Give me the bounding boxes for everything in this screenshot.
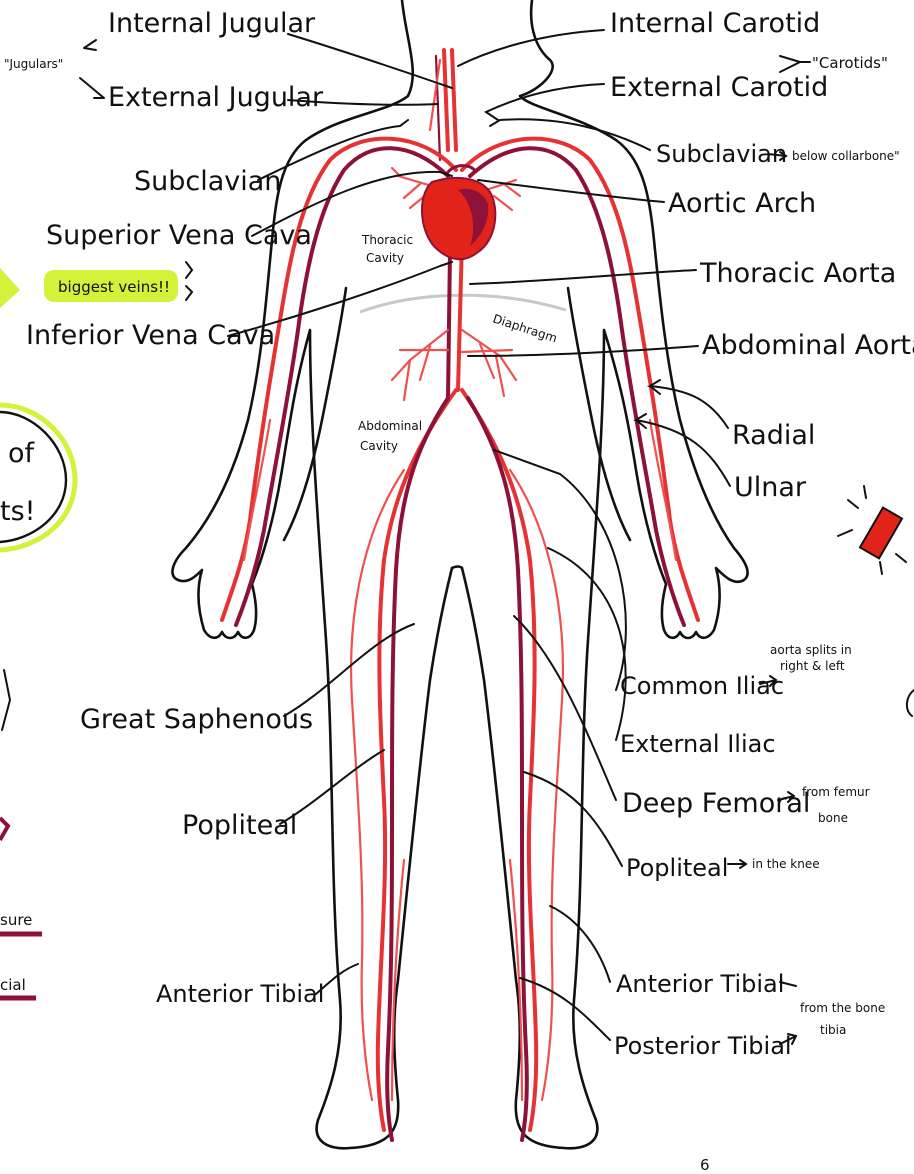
- note-femur-1: from femur: [802, 785, 870, 799]
- leader-external-carotid: [486, 84, 604, 120]
- leader-deep-femoral: [514, 616, 616, 800]
- right-edge-fragment: [838, 486, 914, 716]
- biggest-veins-bracket: [186, 262, 192, 300]
- label-aortic-arch: Aortic Arch: [668, 188, 816, 219]
- edge-yellow-arrow: [0, 268, 20, 308]
- label-external-carotid: External Carotid: [610, 72, 828, 103]
- right-abdominal-branches: [462, 330, 516, 396]
- left-carotid-artery: [444, 50, 448, 150]
- label-subclavian-right: Subclavian: [656, 140, 787, 168]
- label-great-saphenous: Great Saphenous: [80, 704, 313, 735]
- right-arm-artery: [462, 139, 698, 620]
- label-posterior-tibial: Posterior Tibial: [614, 1032, 792, 1060]
- leader-aortic-arch: [478, 180, 664, 202]
- label-deep-femoral: Deep Femoral: [622, 788, 810, 819]
- label-subclavian-left: Subclavian: [134, 166, 281, 197]
- diaphragm-line: [360, 295, 566, 312]
- label-thoracic-cavity-1: Thoracic: [361, 233, 413, 247]
- note-aorta-splits-1: aorta splits in: [770, 643, 852, 657]
- leader-internal-carotid: [458, 30, 604, 66]
- note-biggest-veins: biggest veins!!: [58, 278, 170, 296]
- label-abdominal-cavity-2: Cavity: [360, 439, 398, 453]
- label-internal-carotid: Internal Carotid: [610, 8, 820, 39]
- label-abdominal-aorta: Abdominal Aorta: [702, 330, 914, 361]
- note-carotids: "Carotids": [812, 54, 888, 72]
- jugulars-arrow-down: [80, 78, 104, 98]
- label-abdominal-cavity-1: Abdominal: [358, 419, 422, 433]
- edge-stroke: [2, 670, 10, 730]
- label-popliteal-right: Popliteal: [626, 854, 728, 882]
- edge-text-of: of: [8, 438, 36, 469]
- note-from-the-bone: from the bone: [800, 1001, 885, 1015]
- leader-thoracic-aorta: [470, 270, 696, 284]
- vena-cava: [448, 250, 450, 398]
- left-arm-inner: [284, 288, 346, 540]
- label-diaphragm: Diaphragm: [491, 312, 559, 346]
- note-in-the-knee: in the knee: [752, 857, 820, 871]
- edge-text-ts: ts!: [0, 496, 35, 527]
- right-arm-branch: [650, 420, 676, 560]
- jugulars-arrow-up: [84, 40, 96, 50]
- leader-radial: [650, 380, 728, 428]
- note-jugulars: "Jugulars": [4, 57, 63, 71]
- label-popliteal-left: Popliteal: [182, 810, 297, 841]
- heart: [422, 166, 495, 260]
- label-superior-vena-cava: Superior Vena Cava: [46, 220, 312, 251]
- right-carotid-artery: [452, 50, 456, 150]
- aorta: [458, 240, 462, 390]
- page-mark: 6: [700, 1156, 710, 1174]
- edge-text-sure: sure: [0, 911, 32, 929]
- leader-popliteal-right: [524, 772, 622, 866]
- leader-internal-jugular: [288, 34, 452, 88]
- note-below-collarbone: below collarbone": [792, 149, 900, 163]
- left-edge-fragments: of ts! sure cial: [0, 268, 75, 998]
- edge-curve: [907, 690, 914, 716]
- note-femur-2: bone: [818, 811, 848, 825]
- carotids-bracket: [780, 56, 810, 72]
- label-thoracic-aorta: Thoracic Aorta: [699, 258, 896, 289]
- edge-red-mark: [0, 818, 8, 840]
- label-anterior-tibial-left: Anterior Tibial: [156, 980, 324, 1008]
- label-radial: Radial: [732, 420, 815, 451]
- edge-red-block: [860, 508, 902, 559]
- label-external-jugular: External Jugular: [108, 82, 324, 113]
- label-ulnar: Ulnar: [734, 472, 807, 503]
- body-crotch: [452, 567, 462, 569]
- label-inferior-vena-cava: Inferior Vena Cava: [26, 320, 275, 351]
- edge-text-cial: cial: [0, 976, 26, 994]
- label-common-iliac: Common Iliac: [620, 672, 784, 700]
- note-aorta-splits-2: right & left: [780, 659, 845, 673]
- label-anterior-tibial-right: Anterior Tibial: [616, 970, 784, 998]
- left-abdominal-branches: [392, 330, 448, 400]
- label-thoracic-cavity-2: Cavity: [366, 251, 404, 265]
- label-external-iliac: External Iliac: [620, 730, 776, 758]
- note-tibia: tibia: [820, 1023, 846, 1037]
- knee-arrow: [728, 860, 746, 868]
- label-internal-jugular: Internal Jugular: [108, 8, 316, 39]
